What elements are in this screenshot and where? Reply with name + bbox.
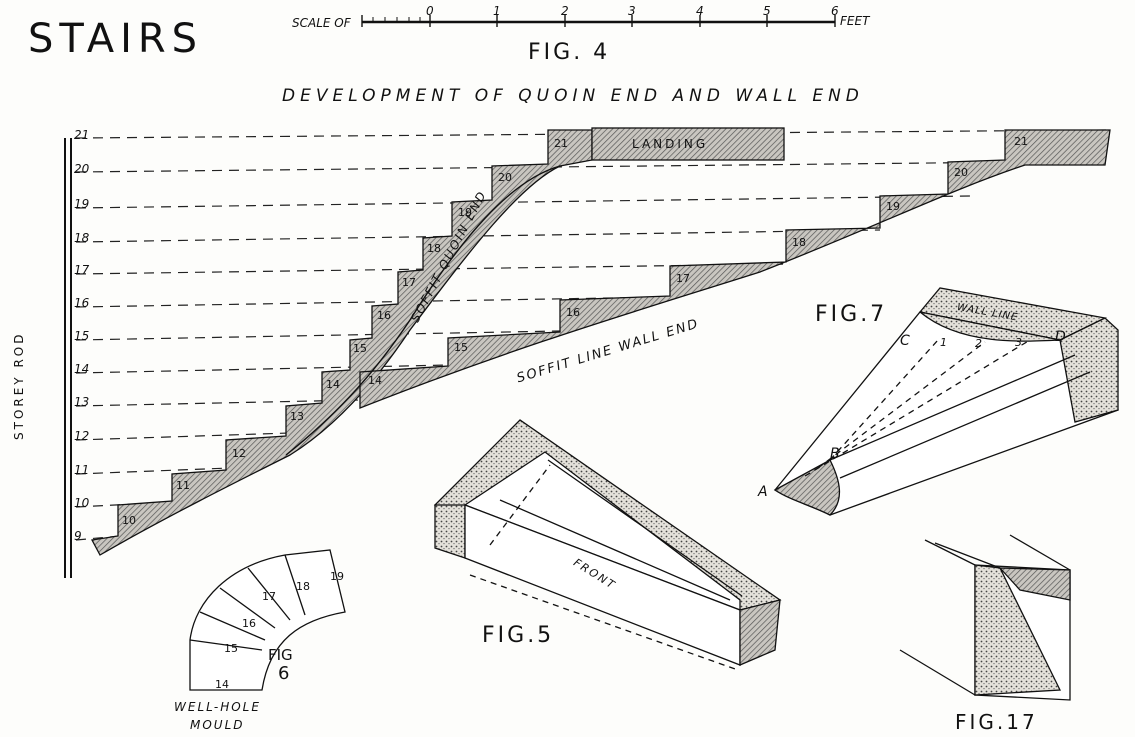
- fig7-label: FIG.7: [815, 302, 888, 327]
- soffit-quoin-line: [285, 165, 561, 456]
- scale-unit: FEET: [840, 14, 870, 28]
- wall-step-15: 15: [454, 341, 468, 354]
- landing-label: LANDING: [632, 137, 709, 151]
- fig6-label-b: 6: [278, 663, 290, 684]
- fig7-drawing: A B C D 1 2 3: [757, 287, 1119, 516]
- rod-number-15: 15: [74, 329, 90, 343]
- landing-block: [591, 127, 785, 161]
- fig7-n2: 2: [975, 337, 982, 350]
- wall-step-16: 16: [566, 306, 580, 319]
- fig7-point-b: B: [830, 446, 840, 462]
- quoin-step-18: 18: [427, 242, 441, 255]
- fig6-seg-17: 17: [262, 590, 276, 603]
- rod-number-19: 19: [74, 197, 90, 211]
- rod-number-12: 12: [74, 429, 90, 443]
- fig6-seg-19: 19: [330, 570, 344, 583]
- wall-step-20: 20: [954, 166, 968, 179]
- fig6-seg-15: 15: [224, 642, 238, 655]
- rod-number-18: 18: [74, 231, 90, 245]
- fig6-caption-b: MOULD: [190, 718, 245, 732]
- rod-number-11: 11: [74, 463, 90, 477]
- wall-step-17: 17: [676, 272, 690, 285]
- rod-number-17: 17: [74, 263, 90, 277]
- wall-step-21: 21: [1014, 135, 1028, 148]
- quoin-step-21: 21: [554, 137, 568, 150]
- fig4-label: FIG. 4: [528, 40, 611, 65]
- wall-step-18: 18: [792, 236, 806, 249]
- scale-tick-2: 2: [561, 4, 569, 18]
- quoin-end-stair: 10 11 12 13 14 15 16 17 18 19 20 21: [90, 129, 593, 556]
- fig4-heading: DEVELOPMENT OF QUOIN END AND WALL END: [282, 86, 864, 106]
- fig5-label: FIG.5: [482, 623, 555, 648]
- scale-bar: [361, 15, 836, 27]
- fig7-point-c: C: [900, 333, 910, 349]
- fig6-seg-16: 16: [242, 617, 256, 630]
- fig6-caption-a: WELL-HOLE: [174, 700, 261, 714]
- storey-rod-label: STOREY ROD: [12, 331, 26, 440]
- scale-tick-5: 5: [763, 4, 771, 18]
- quoin-step-19: 19: [458, 206, 472, 219]
- fig6-label-a: FIG: [268, 646, 293, 664]
- rod-number-21: 21: [74, 128, 90, 142]
- rod-number-16: 16: [74, 296, 90, 310]
- scale-tick-4: 4: [696, 4, 704, 18]
- fig7-n1: 1: [940, 336, 947, 349]
- fig7-n3: 3: [1015, 336, 1022, 349]
- rod-number-14: 14: [74, 362, 90, 376]
- wall-step-14: 14: [368, 374, 382, 387]
- quoin-step-13: 13: [290, 410, 304, 423]
- quoin-step-11: 11: [176, 479, 190, 492]
- fig5-drawing: [433, 419, 782, 671]
- quoin-step-14: 14: [326, 378, 340, 391]
- quoin-step-15: 15: [353, 342, 367, 355]
- quoin-step-16: 16: [377, 309, 391, 322]
- fig6-seg-14: 14: [215, 678, 229, 691]
- quoin-step-10: 10: [122, 514, 136, 527]
- rod-number-20: 20: [74, 162, 90, 176]
- storey-rod: [64, 138, 72, 578]
- scale-tick-0: 0: [426, 4, 434, 18]
- quoin-step-20: 20: [498, 171, 512, 184]
- fig6-seg-18: 18: [296, 580, 310, 593]
- rod-number-13: 13: [74, 395, 90, 409]
- fig17-drawing: [899, 534, 1071, 701]
- fig7-point-d: D: [1055, 329, 1066, 345]
- quoin-step-12: 12: [232, 447, 246, 460]
- wall-end-stair: 14 15 16 17 18 19 20 21: [359, 129, 1111, 409]
- page-title: STAIRS: [28, 16, 204, 62]
- wall-step-19: 19: [886, 200, 900, 213]
- fig17-label: FIG.17: [955, 710, 1038, 734]
- scale-tick-3: 3: [628, 4, 636, 18]
- scale-tick-1: 1: [493, 4, 501, 18]
- fig7-point-a: A: [757, 484, 768, 500]
- fig6-drawing: 14 15 16 17 18 19: [189, 549, 346, 691]
- quoin-step-17: 17: [402, 276, 416, 289]
- scale-prefix: SCALE OF: [292, 16, 351, 30]
- scale-tick-6: 6: [831, 4, 839, 18]
- rod-number-10: 10: [74, 496, 90, 510]
- rod-number-9: 9: [74, 529, 82, 543]
